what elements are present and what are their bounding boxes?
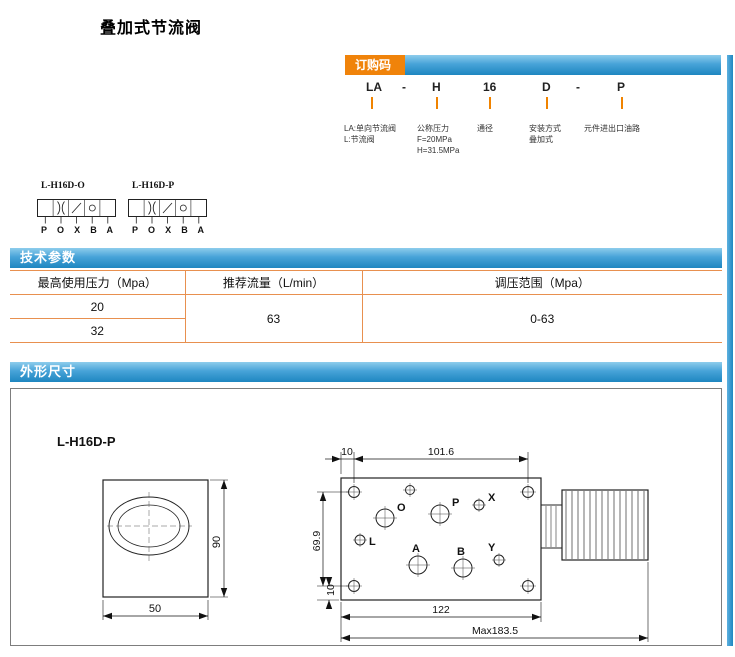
adjustment-knob [540, 489, 649, 561]
outline-drawing: L-H16D-P 90 50 [57, 434, 649, 642]
page-edge-strip [727, 55, 733, 646]
order-code-tick [489, 97, 491, 109]
valve-symbol-o-schematic: P O X B A [37, 199, 116, 235]
valve-symbol-p: L-H16D-P P O X B A [126, 181, 218, 243]
valve-symbol-o-label: L-H16D-O [41, 181, 85, 191]
order-code-tick [546, 97, 548, 109]
order-code-dash-2: - [576, 80, 580, 94]
dim-label-max183-5: Max183.5 [472, 625, 518, 637]
dim-label-10-bottom: 10 [325, 584, 337, 596]
port-label-p: P [452, 497, 459, 509]
range-value: 0-63 [361, 294, 722, 343]
dim-label-50: 50 [149, 603, 161, 615]
flow-value: 63 [184, 294, 362, 343]
port-label-b: B [457, 546, 465, 558]
valve-symbol-p-schematic: P O X B A [128, 199, 207, 235]
plate-ports: O P X L A B Y [353, 492, 506, 580]
dim-top: 10 101.6 [325, 446, 529, 483]
page-title: 叠加式节流阀 [100, 20, 203, 37]
port-label-o: O [397, 502, 406, 514]
dim-label-122: 122 [432, 604, 450, 616]
dim-label-69-9: 69.9 [311, 531, 323, 552]
order-code-tick [436, 97, 438, 109]
order-code-header-fill [405, 55, 721, 75]
order-code-header: 订购码 [345, 55, 721, 75]
order-code-note-d: 安装方式 叠加式 [529, 124, 561, 145]
col-header-pressure: 最高使用压力（Mpa） [10, 270, 185, 295]
pressure-value-1: 20 [10, 294, 185, 319]
port-label-y: Y [488, 542, 496, 554]
dim-label-10-top: 10 [341, 446, 353, 458]
order-code-note-h: 公称压力 F=20MPa H=31.5MPa [417, 124, 460, 156]
port-label-a: A [412, 543, 420, 555]
port-label-l: L [369, 536, 376, 548]
order-code-tick [621, 97, 623, 109]
col-header-flow: 推荐流量（L/min） [184, 270, 362, 295]
valve-symbol-o-ports: P O X B A [41, 225, 114, 235]
port-label-x: X [488, 492, 496, 504]
order-code-note-p: 元件进出口油路 [584, 124, 640, 133]
dim-block-height: 90 [210, 479, 228, 598]
order-code-header-label: 订购码 [345, 55, 406, 75]
valve-symbol-p-ports: P O X B A [132, 225, 205, 235]
order-code-note-16: 通径 [477, 124, 493, 133]
pressure-value-2: 32 [90, 323, 104, 338]
order-code-dash-1: - [402, 80, 406, 94]
valve-symbol-o: L-H16D-O P O X B A [35, 181, 127, 243]
order-code-tick [371, 97, 373, 109]
outline-drawing-box: L-H16D-P 90 50 [10, 388, 722, 646]
outline-dims-header: 外形尺寸 [10, 362, 722, 382]
col-header-range: 调压范围（Mpa） [361, 270, 722, 295]
side-view-block [102, 479, 209, 598]
order-code-seg-d: D [542, 80, 551, 94]
dim-left: 69.9 10 [311, 491, 348, 609]
order-code-seg-p: P [617, 80, 626, 94]
tech-params-table: 最高使用压力（Mpa） 推荐流量（L/min） 调压范围（Mpa） 20 63 … [10, 270, 722, 343]
order-code-note-la: LA:单向节流阀 L:节流阀 [344, 124, 397, 145]
tech-params-header: 技术参数 [10, 248, 722, 268]
order-code-seg-la: LA [366, 80, 382, 94]
valve-symbol-p-label: L-H16D-P [132, 181, 175, 191]
order-code-seg-h: H [432, 80, 441, 94]
dim-label-101-6: 101.6 [428, 446, 454, 458]
dim-bottom: 122 Max183.5 [340, 562, 649, 642]
dim-label-90: 90 [211, 536, 223, 548]
drawing-model-label: L-H16D-P [57, 434, 116, 449]
dim-block-width: 50 [102, 600, 209, 620]
order-code-seg-16: 16 [483, 80, 497, 94]
